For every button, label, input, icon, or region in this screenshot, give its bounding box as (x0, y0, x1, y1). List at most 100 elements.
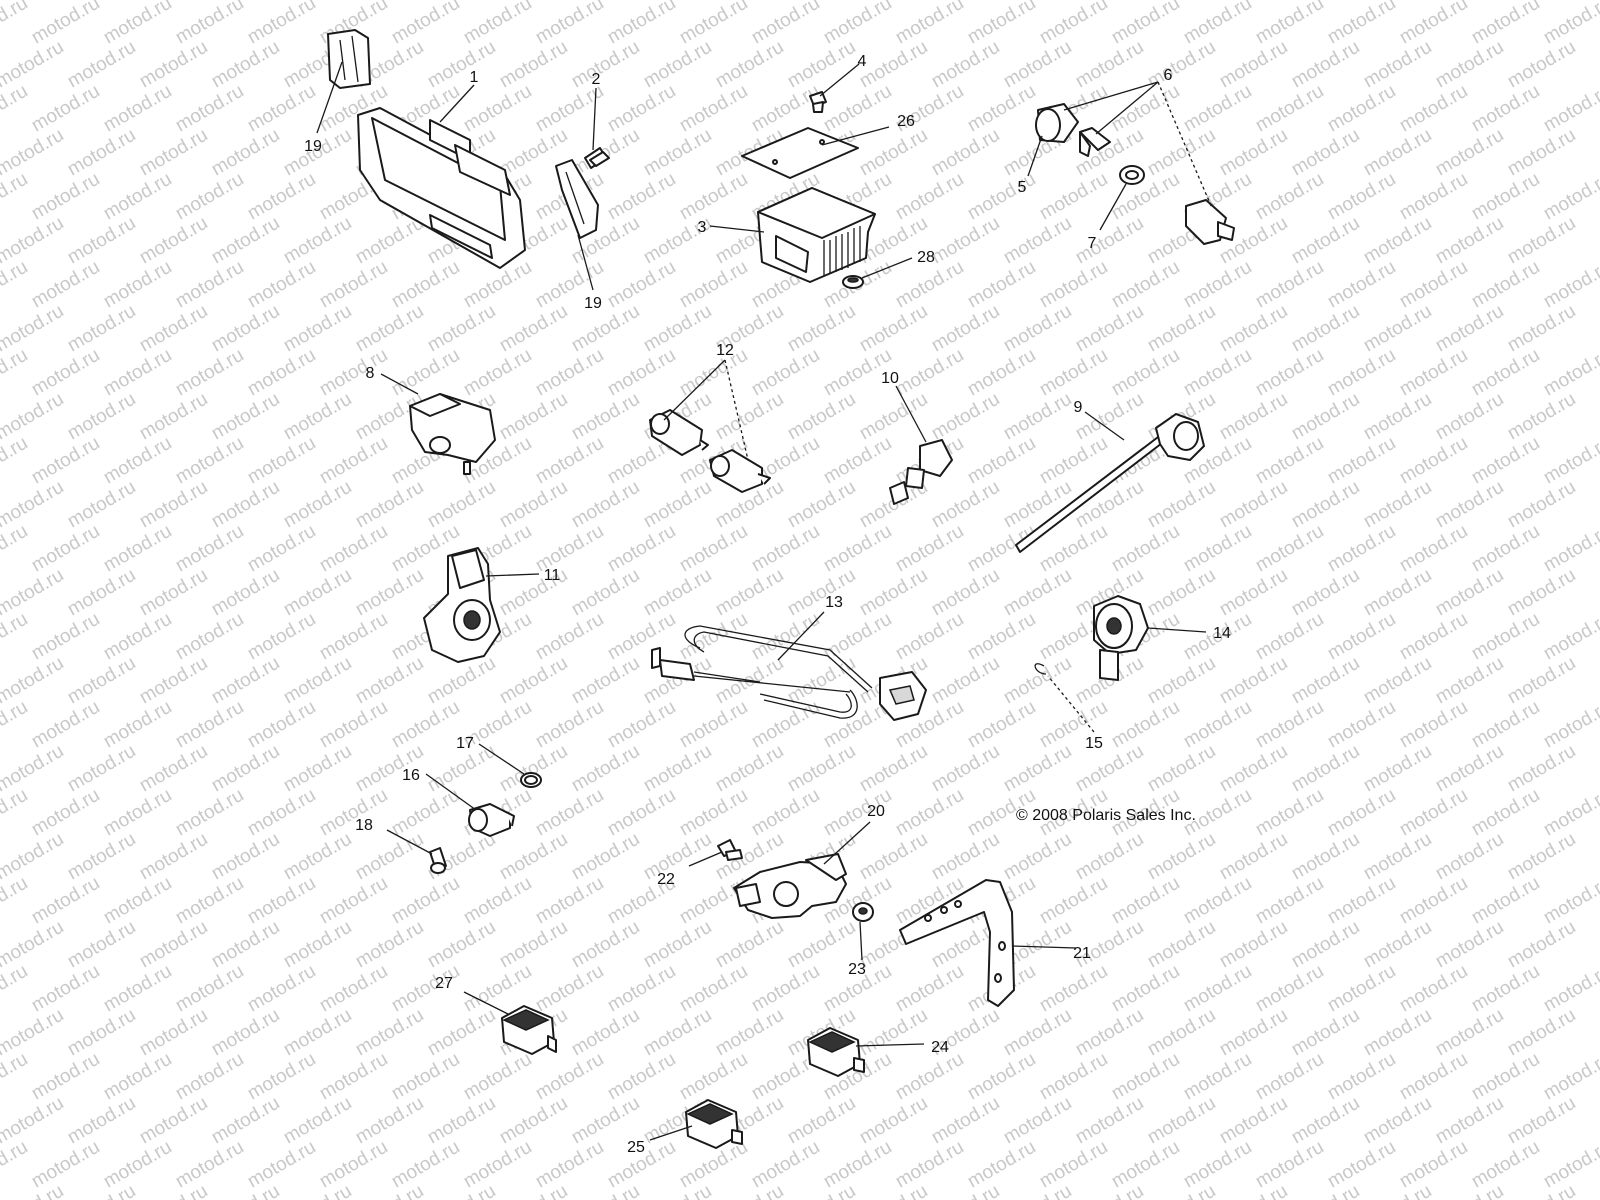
watermark-text: motod.ru (0, 345, 31, 401)
watermark-text: motod.ru (1504, 477, 1579, 533)
watermark-text: motod.ru (1144, 1093, 1219, 1149)
callout-18: 18 (355, 817, 373, 834)
watermark-text: motod.ru (1216, 1181, 1291, 1200)
watermark-text: motod.ru (1108, 0, 1183, 48)
watermark-text: motod.ru (0, 125, 67, 181)
watermark-text: motod.ru (640, 301, 715, 357)
watermark-text: motod.ru (1396, 785, 1471, 841)
watermark-text: motod.ru (316, 785, 391, 841)
watermark-text: motod.ru (1324, 697, 1399, 753)
callout-7: 7 (1088, 235, 1097, 252)
watermark-text: motod.ru (1108, 961, 1183, 1017)
part-13-harness (651, 625, 927, 721)
watermark-text: motod.ru (1360, 829, 1435, 885)
watermark-text: motod.ru (172, 1049, 247, 1105)
watermark-text: motod.ru (748, 961, 823, 1017)
watermark-text: motod.ru (1360, 917, 1435, 973)
watermark-text: motod.ru (604, 345, 679, 401)
watermark-text: motod.ru (172, 1137, 247, 1193)
callout-12: 12 (716, 342, 734, 359)
watermark-text: motod.ru (964, 0, 1039, 48)
watermark-text: motod.ru (1288, 125, 1363, 181)
watermark-text: motod.ru (568, 653, 643, 709)
watermark-text: motod.ru (1216, 653, 1291, 709)
watermark-text: motod.ru (28, 961, 103, 1017)
watermark-text: motod.ru (352, 477, 427, 533)
leader-lines (316, 61, 1213, 1141)
watermark-text: motod.ru (0, 477, 67, 533)
watermark-text: motod.ru (568, 741, 643, 797)
watermark-text: motod.ru (208, 125, 283, 181)
callout-21: 21 (1073, 945, 1091, 962)
part-8-map-sensor (409, 393, 496, 475)
part-2-bolt (584, 147, 610, 169)
watermark-text: motod.ru (1000, 389, 1075, 445)
watermark-text: motod.ru (28, 873, 103, 929)
watermark-text: motod.ru (1324, 345, 1399, 401)
watermark-text: motod.ru (1360, 1005, 1435, 1061)
watermark-text: motod.ru (1180, 257, 1255, 313)
watermark-text: motod.ru (820, 433, 895, 489)
watermark-text: motod.ru (640, 829, 715, 885)
watermark-text: motod.ru (928, 125, 1003, 181)
watermark-text: motod.ru (208, 389, 283, 445)
watermark-text: motod.ru (496, 829, 571, 885)
watermark-text: motod.ru (316, 433, 391, 489)
callout-28: 28 (917, 249, 935, 266)
watermark-text: motod.ru (1252, 785, 1327, 841)
watermark-text: motod.ru (1072, 389, 1147, 445)
watermark-text: motod.ru (1288, 1181, 1363, 1200)
watermark-text: motod.ru (1144, 653, 1219, 709)
watermark-text: motod.ru (1216, 301, 1291, 357)
watermark-text: motod.ru (568, 37, 643, 93)
watermark-text: motod.ru (1288, 741, 1363, 797)
watermark-text: motod.ru (280, 565, 355, 621)
watermark-text: motod.ru (892, 1049, 967, 1105)
watermark-text: motod.ru (1396, 521, 1471, 577)
watermark-text: motod.ru (532, 609, 607, 665)
watermark-text: motod.ru (28, 0, 103, 48)
watermark-text: motod.ru (424, 1181, 499, 1200)
watermark-text: motod.ru (1072, 301, 1147, 357)
watermark-text: motod.ru (64, 37, 139, 93)
watermark-text: motod.ru (100, 1049, 175, 1105)
watermark-text: motod.ru (496, 37, 571, 93)
watermark-text: motod.ru (892, 345, 967, 401)
watermark-text: motod.ru (244, 169, 319, 225)
watermark-text: motod.ru (964, 81, 1039, 137)
watermark-text: motod.ru (1180, 81, 1255, 137)
part-5-boot (1035, 103, 1079, 143)
watermark-text: motod.ru (640, 37, 715, 93)
watermark-text: motod.ru (1396, 961, 1471, 1017)
watermark-text: motod.ru (1252, 961, 1327, 1017)
watermark-text: motod.ru (1180, 1137, 1255, 1193)
watermark-text: motod.ru (424, 477, 499, 533)
watermark-text: motod.ru (280, 917, 355, 973)
watermark-text: motod.ru (892, 961, 967, 1017)
watermark-text: motod.ru (244, 433, 319, 489)
callout-9: 9 (1074, 399, 1083, 416)
watermark-text: motod.ru (1216, 565, 1291, 621)
watermark-text: motod.ru (0, 565, 67, 621)
part-26-cover (741, 127, 859, 179)
part-20-iac (733, 853, 847, 919)
watermark-text: motod.ru (568, 917, 643, 973)
watermark-text: motod.ru (856, 1093, 931, 1149)
part-11-tps (423, 547, 501, 663)
watermark-text: motod.ru (0, 609, 31, 665)
watermark-text: motod.ru (1396, 1137, 1471, 1193)
watermark-text: motod.ru (856, 565, 931, 621)
watermark-text: motod.ru (172, 433, 247, 489)
watermark-text: motod.ru (1144, 565, 1219, 621)
watermark-text: motod.ru (1252, 521, 1327, 577)
watermark-text: motod.ru (1072, 829, 1147, 885)
watermark-text: motod.ru (676, 257, 751, 313)
watermark-text: motod.ru (280, 477, 355, 533)
watermark-text: motod.ru (1288, 477, 1363, 533)
watermark-text: motod.ru (280, 389, 355, 445)
watermark-text: motod.ru (136, 565, 211, 621)
watermark-text: motod.ru (604, 697, 679, 753)
watermark-text: motod.ru (1036, 0, 1111, 48)
watermark-text: motod.ru (64, 1005, 139, 1061)
watermark-text: motod.ru (1144, 917, 1219, 973)
